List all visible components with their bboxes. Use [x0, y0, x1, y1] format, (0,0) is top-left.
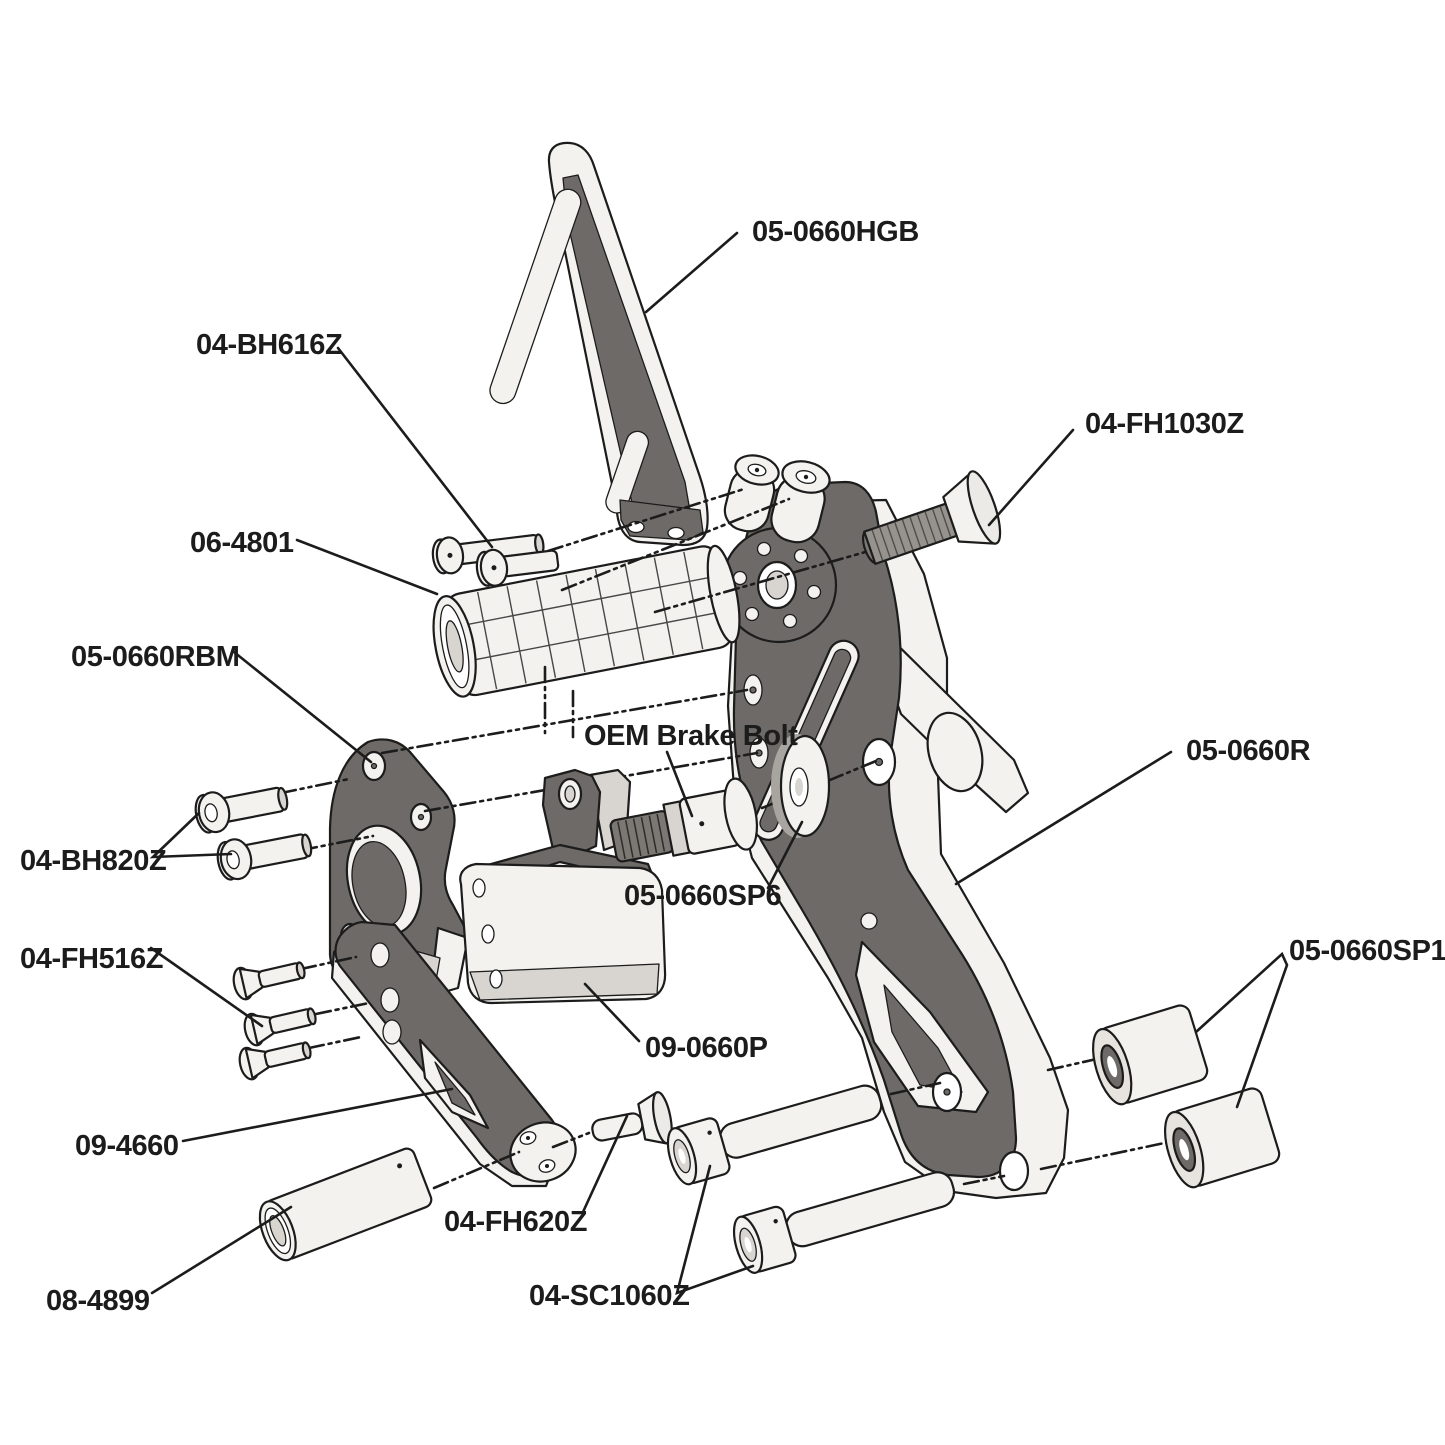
label-oem-brake-bolt: OEM Brake Bolt	[584, 720, 798, 752]
label-04-FH620Z: 04-FH620Z	[444, 1206, 587, 1238]
label-04-BH616Z: 04-BH616Z	[196, 329, 342, 361]
peg-mount-lug	[723, 454, 780, 533]
assembly-axis-lines	[279, 487, 1176, 1190]
fh1030z-bolt-part	[861, 470, 1002, 565]
label-05-0660SP6: 05-0660SP6	[624, 880, 782, 912]
footpeg-part	[432, 544, 741, 698]
label-09-0660P: 09-0660P	[645, 1032, 768, 1064]
sleeve-part	[258, 1147, 433, 1262]
label-05-0660RBM: 05-0660RBM	[71, 641, 239, 673]
fh620z-bolt-part	[591, 1091, 673, 1145]
label-04-SC1060Z: 04-SC1060Z	[529, 1280, 689, 1312]
arm-part	[330, 920, 577, 1188]
fh516z-screws-part	[232, 961, 317, 1081]
label-05-0660R: 05-0660R	[1186, 735, 1311, 767]
washer-part	[771, 734, 831, 838]
label-04-FH1030Z: 04-FH1030Z	[1085, 408, 1244, 440]
leader-lines	[149, 231, 1289, 1296]
label-05-0660SP1: 05-0660SP1	[1289, 935, 1445, 967]
part-labels: 05-0660HGB 04-BH616Z 06-4801 04-FH1030Z …	[20, 216, 1445, 1317]
bh616z-screws-part	[431, 533, 560, 587]
sc1060z-bolts-part	[666, 1084, 956, 1274]
label-09-4660: 09-4660	[75, 1130, 179, 1162]
bh820z-screws-part	[194, 786, 313, 881]
peg-mount-lug	[770, 460, 831, 544]
spacers-part	[1092, 1004, 1281, 1189]
oem-brake-bolt-part	[609, 777, 759, 863]
label-04-FH516Z: 04-FH516Z	[20, 943, 163, 975]
label-08-4899: 08-4899	[46, 1285, 150, 1317]
pmount-part	[459, 768, 667, 1005]
label-04-BH820Z: 04-BH820Z	[20, 845, 166, 877]
right-bracket-part	[720, 454, 1070, 1200]
label-05-0660HGB: 05-0660HGB	[752, 216, 919, 248]
heel-guard-part	[489, 141, 709, 547]
label-06-4801: 06-4801	[190, 527, 294, 559]
